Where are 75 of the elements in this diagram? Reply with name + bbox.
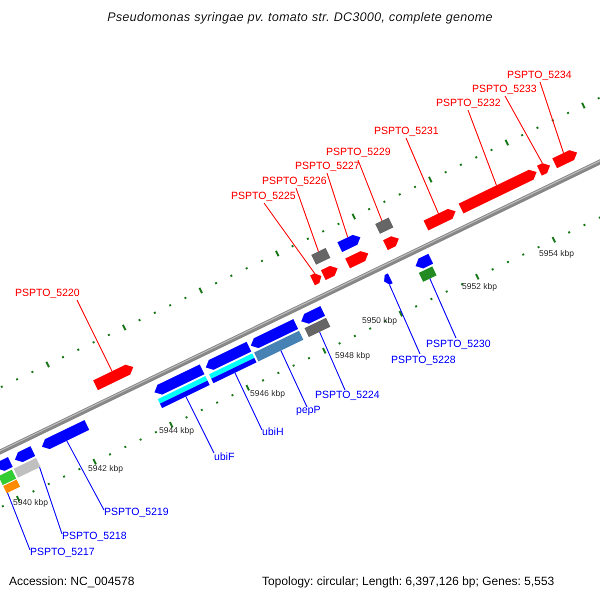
gene-feature [424, 208, 456, 231]
gene-feature [154, 364, 205, 395]
scale-label: 5940 kbp [13, 497, 48, 507]
leader-line [358, 160, 382, 222]
gene-label: PSPTO_5219 [104, 506, 169, 519]
leader-line [468, 110, 497, 186]
gene-label: PSPTO_5218 [62, 530, 127, 543]
gene-label: ubiF [214, 451, 234, 464]
scale-label: 5944 kbp [159, 425, 194, 435]
leader-line [326, 172, 348, 238]
gene-block [158, 376, 210, 408]
gene-label: PSPTO_5234 [507, 69, 572, 82]
gene-feature [310, 273, 322, 286]
leader-line [185, 396, 214, 454]
gene-block [311, 248, 330, 265]
gene-feature [458, 170, 537, 214]
gene-block [14, 458, 40, 478]
gene-label: PSPTO_5230 [426, 338, 491, 351]
gene-feature [14, 446, 36, 462]
gene-feature [42, 420, 90, 450]
leader-line [389, 284, 420, 354]
gene-feature [384, 273, 393, 285]
gene-block [375, 217, 394, 234]
leader-line [296, 188, 319, 252]
gene-label: PSPTO_5231 [374, 125, 439, 138]
gene-label: PSPTO_5232 [436, 97, 501, 110]
scale-label: 5946 kbp [250, 388, 285, 398]
gene-block [0, 470, 16, 486]
leader-line [540, 82, 564, 154]
gene-feature [345, 251, 368, 268]
gene-block [418, 266, 437, 282]
gene-label: PSPTO_5229 [326, 146, 391, 159]
leader-line [429, 278, 456, 338]
gene-label: PSPTO_5217 [30, 546, 95, 559]
leader-line [66, 440, 104, 510]
gene-label: PSPTO_5227 [295, 160, 360, 173]
leader-line [280, 350, 308, 408]
gene-label: pepP [296, 404, 321, 417]
diagram-title: Pseudomonas syringae pv. tomato str. DC3000, complete genome [106, 9, 494, 26]
gene-feature [206, 342, 252, 370]
scale-label: 5948 kbp [335, 350, 370, 360]
gene-block [304, 318, 330, 338]
gene-label: PSPTO_5220 [15, 287, 80, 300]
gene-feature [320, 266, 338, 280]
leader-line [406, 138, 439, 214]
gene-label: ubiH [262, 426, 284, 439]
scale-label: 5952 kbp [462, 281, 497, 291]
leader-line [504, 96, 543, 164]
leader-line [234, 372, 262, 430]
genome-info-text: Topology: circular; Length: 6,397,126 bp; Genes: 5,553 [262, 574, 554, 588]
genome-info-text: Accession: NC_004578 [9, 574, 134, 588]
gene-feature [301, 306, 326, 324]
gene-feature [383, 236, 399, 250]
leader-line [76, 300, 112, 372]
gene-label: PSPTO_5228 [391, 354, 456, 367]
scale-label: 5950 kbp [362, 315, 397, 325]
gene-label: PSPTO_5225 [231, 190, 296, 203]
gene-feature [416, 254, 434, 268]
gene-label: PSPTO_5226 [262, 175, 327, 188]
gene-feature [552, 150, 578, 168]
scale-label: 5954 kbp [539, 248, 574, 258]
gene-label: PSPTO_5233 [472, 83, 537, 96]
gene-feature [93, 364, 134, 390]
gene-label: PSPTO_5224 [315, 389, 380, 402]
scale-label: 5942 kbp [88, 463, 123, 473]
gene-block [209, 353, 257, 384]
leader-line [264, 202, 316, 274]
leader-line [7, 492, 30, 550]
gene-block [254, 330, 304, 362]
leader-line [319, 331, 346, 390]
gene-feature [337, 234, 360, 252]
gene-block [3, 480, 20, 494]
leader-line [39, 466, 62, 534]
gene-feature [250, 319, 298, 348]
gene-feature [536, 163, 550, 176]
